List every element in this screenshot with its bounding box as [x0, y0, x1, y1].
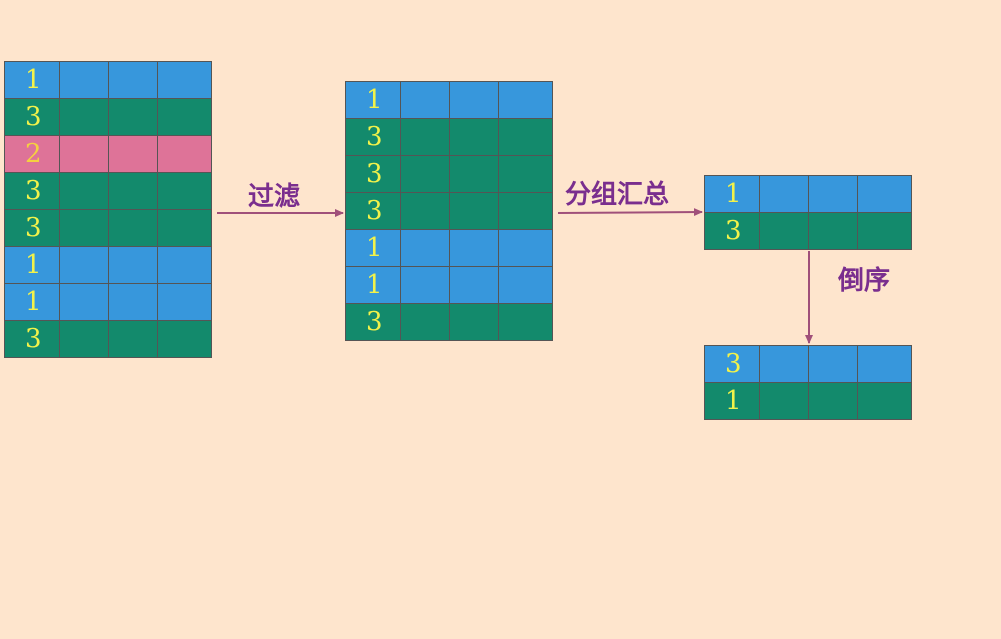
row-value: 3 — [4, 172, 60, 210]
table-row: 1 — [345, 229, 553, 267]
empty-cell — [857, 382, 912, 420]
empty-cell — [498, 118, 553, 156]
empty-cell — [108, 172, 158, 210]
empty-cell — [400, 229, 450, 267]
descending-label: 倒序 — [838, 266, 891, 296]
row-value: 3 — [4, 98, 60, 136]
empty-cell — [449, 118, 499, 156]
row-value: 1 — [704, 175, 760, 213]
empty-cell — [108, 283, 158, 321]
empty-cell — [449, 303, 499, 341]
empty-cell — [759, 175, 809, 213]
empty-cell — [857, 175, 912, 213]
row-value: 3 — [704, 345, 760, 383]
empty-cell — [108, 98, 158, 136]
table-row: 1 — [4, 246, 212, 284]
empty-cell — [157, 320, 212, 358]
table-row: 3 — [345, 303, 553, 341]
empty-cell — [59, 246, 109, 284]
empty-cell — [108, 135, 158, 173]
row-value: 3 — [345, 155, 401, 193]
empty-cell — [157, 172, 212, 210]
table-row: 3 — [345, 118, 553, 156]
empty-cell — [59, 320, 109, 358]
row-value: 1 — [345, 81, 401, 119]
row-value: 1 — [4, 246, 60, 284]
row-value: 3 — [345, 192, 401, 230]
empty-cell — [498, 192, 553, 230]
empty-cell — [400, 118, 450, 156]
empty-cell — [59, 172, 109, 210]
empty-cell — [449, 155, 499, 193]
empty-cell — [108, 246, 158, 284]
row-value: 3 — [4, 209, 60, 247]
empty-cell — [400, 303, 450, 341]
table-row: 1 — [704, 175, 912, 213]
arrow-group-sum — [557, 208, 703, 217]
row-value: 2 — [4, 135, 60, 173]
empty-cell — [498, 303, 553, 341]
table-row: 1 — [345, 81, 553, 119]
empty-cell — [759, 212, 809, 250]
empty-cell — [157, 209, 212, 247]
row-value: 1 — [345, 266, 401, 304]
empty-cell — [157, 61, 212, 99]
empty-cell — [808, 212, 858, 250]
table-row: 1 — [4, 61, 212, 99]
empty-cell — [59, 283, 109, 321]
empty-cell — [157, 246, 212, 284]
table-row: 3 — [345, 192, 553, 230]
row-value: 3 — [704, 212, 760, 250]
empty-cell — [157, 135, 212, 173]
row-value: 3 — [345, 303, 401, 341]
table-row: 3 — [4, 209, 212, 247]
empty-cell — [59, 98, 109, 136]
empty-cell — [498, 229, 553, 267]
empty-cell — [808, 175, 858, 213]
row-value: 1 — [704, 382, 760, 420]
filter-label: 过滤 — [248, 182, 301, 212]
row-value: 1 — [4, 61, 60, 99]
table-row: 3 — [4, 98, 212, 136]
empty-cell — [108, 320, 158, 358]
table-row: 3 — [4, 320, 212, 358]
empty-cell — [400, 266, 450, 304]
empty-cell — [59, 209, 109, 247]
table-row: 3 — [704, 345, 912, 383]
empty-cell — [857, 345, 912, 383]
empty-cell — [157, 98, 212, 136]
row-value: 1 — [345, 229, 401, 267]
empty-cell — [108, 209, 158, 247]
empty-cell — [400, 192, 450, 230]
row-value: 3 — [345, 118, 401, 156]
empty-cell — [108, 61, 158, 99]
group-sum-label: 分组汇总 — [565, 180, 670, 210]
empty-cell — [759, 345, 809, 383]
table-row: 3 — [4, 172, 212, 210]
empty-cell — [857, 212, 912, 250]
empty-cell — [808, 382, 858, 420]
empty-cell — [449, 81, 499, 119]
table-row: 2 — [4, 135, 212, 173]
table-row: 3 — [704, 212, 912, 250]
empty-cell — [498, 81, 553, 119]
table-row: 1 — [704, 382, 912, 420]
empty-cell — [759, 382, 809, 420]
